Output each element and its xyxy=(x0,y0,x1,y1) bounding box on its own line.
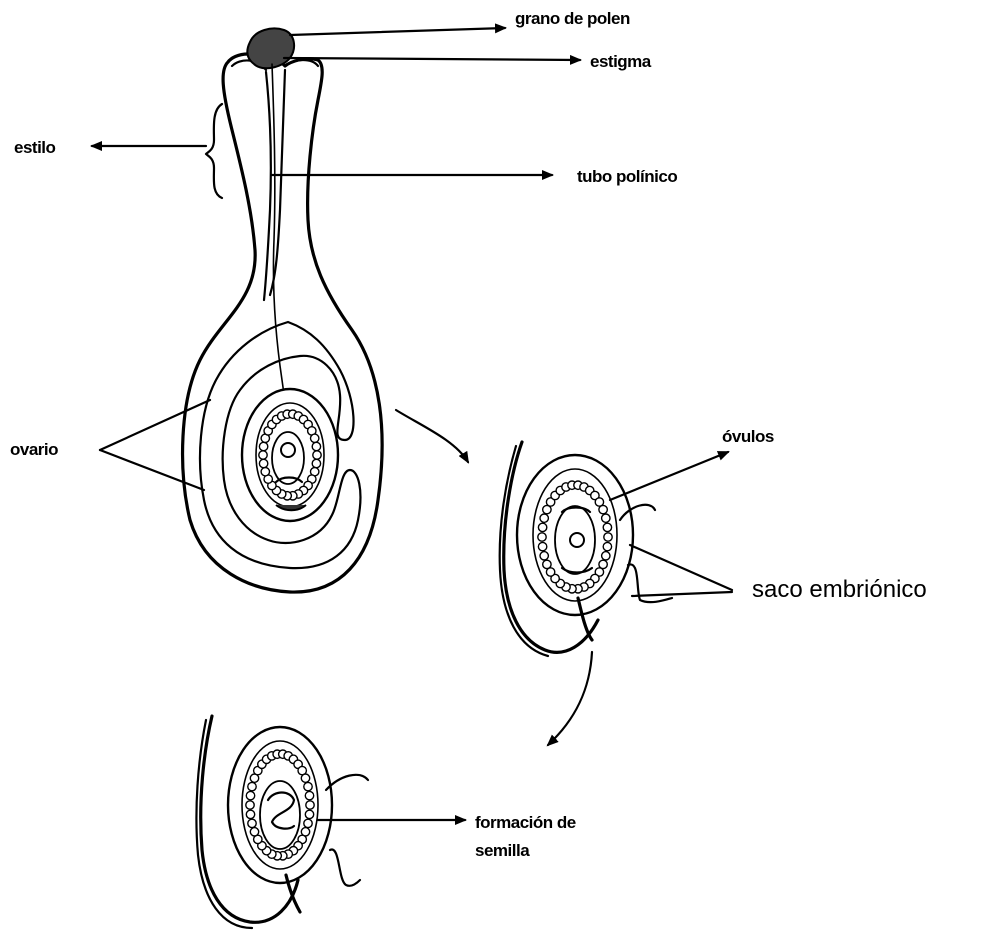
cell xyxy=(538,542,546,550)
cell xyxy=(599,505,607,513)
embryo-sac xyxy=(555,506,595,574)
cell xyxy=(259,451,267,459)
cell xyxy=(306,801,314,809)
label-seed-formation-line2: semilla xyxy=(475,841,530,860)
cell xyxy=(304,782,312,790)
cell xyxy=(603,523,611,531)
cell xyxy=(538,523,546,531)
label-pollen-grain: grano de polen xyxy=(515,9,630,28)
cell xyxy=(305,810,313,818)
cell xyxy=(313,451,321,459)
process-arrow-1 xyxy=(396,410,468,462)
process-arrow-2 xyxy=(548,652,592,745)
cell xyxy=(543,560,551,568)
pollen-grain xyxy=(247,29,294,69)
ovules-label-line xyxy=(610,452,728,500)
label-embryo-sac: saco embriónico xyxy=(752,576,927,603)
style-bracket xyxy=(206,104,222,198)
style-channel-left xyxy=(264,72,271,300)
cell xyxy=(602,514,610,522)
cell xyxy=(301,774,309,782)
embryo-sac-label-line-bottom xyxy=(632,592,732,596)
cell xyxy=(259,442,267,450)
cell xyxy=(311,434,319,442)
embryo-sac-label-line-top xyxy=(630,545,732,590)
pistil-label-lines xyxy=(92,28,580,490)
cell xyxy=(248,819,256,827)
label-style: estilo xyxy=(14,138,56,157)
label-pollen-tube: tubo polínico xyxy=(577,167,677,186)
cell xyxy=(603,542,611,550)
cell xyxy=(250,828,258,836)
pollen-label-line xyxy=(290,28,505,35)
cell xyxy=(246,801,254,809)
label-ovules: óvulos xyxy=(722,427,774,446)
cell xyxy=(540,514,548,522)
ovule-detail xyxy=(500,442,672,656)
cell xyxy=(246,791,254,799)
cell xyxy=(305,791,313,799)
ovary-label-line-bottom xyxy=(100,450,204,490)
cell xyxy=(261,468,269,476)
cell xyxy=(312,442,320,450)
stigma-label-line xyxy=(284,58,580,60)
cell xyxy=(540,552,548,560)
label-stigma: estigma xyxy=(590,52,652,71)
cell xyxy=(246,810,254,818)
label-ovary: ovario xyxy=(10,440,58,459)
cell xyxy=(304,819,312,827)
ovary-label-line-top xyxy=(100,400,210,450)
label-seed-formation-line1: formación de xyxy=(475,813,576,832)
seed-formation xyxy=(196,716,368,928)
cell xyxy=(538,533,546,541)
cell xyxy=(248,782,256,790)
cell xyxy=(602,552,610,560)
style-channel-right xyxy=(270,70,285,295)
cell xyxy=(259,459,267,467)
ovule-inside-pistil xyxy=(242,389,338,521)
cell xyxy=(604,533,612,541)
pistil xyxy=(183,29,383,593)
cell xyxy=(312,459,320,467)
